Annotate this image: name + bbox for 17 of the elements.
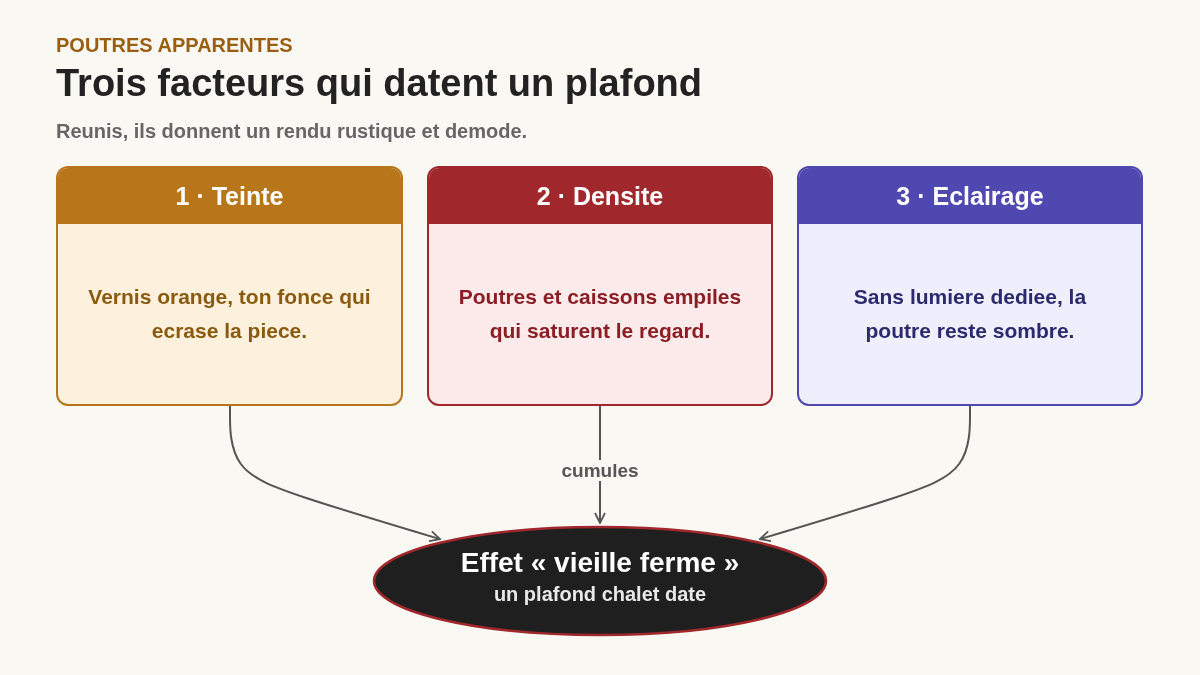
card-title: 2 · Densite bbox=[536, 181, 664, 211]
kicker-text: POUTRES APPARENTES bbox=[56, 34, 293, 57]
arrow bbox=[759, 405, 971, 542]
card-title: 3 · Eclairage bbox=[896, 181, 1044, 211]
card-description: Vernis orange, ton fonce qui ecrase la piece. bbox=[87, 284, 372, 344]
card-title: 1 · Teinte bbox=[175, 181, 284, 211]
factor-card bbox=[797, 166, 1143, 406]
card-description: Sans lumiere dediee, la poutre reste sombre. bbox=[852, 284, 1088, 344]
result-title: Effet « vieille ferme » bbox=[460, 547, 740, 578]
result-subtitle: un plafond chalet date bbox=[493, 583, 707, 605]
arrow bbox=[229, 405, 441, 542]
subtitle-text: Reunis, ils donnent un rendu rustique et demode. bbox=[56, 120, 528, 143]
title-text: Trois facteurs qui datent un plafond bbox=[56, 62, 703, 105]
edge-label: cumules bbox=[559, 460, 641, 481]
factor-card bbox=[427, 166, 773, 406]
factor-card bbox=[56, 166, 403, 406]
card-description: Poutres et caissons empiles qui saturent le regard. bbox=[457, 284, 743, 344]
